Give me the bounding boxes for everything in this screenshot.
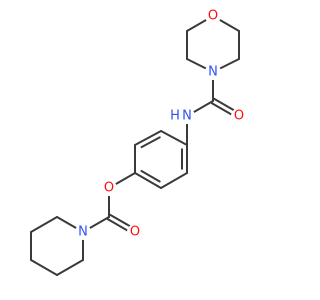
bond-ring-4-5-double-inner bbox=[140, 169, 161, 183]
atom-label-morph-o: O bbox=[208, 9, 218, 24]
atom-label-urea-o: O bbox=[234, 109, 244, 124]
atom-label-background bbox=[75, 224, 91, 240]
bond-pip-5-6 bbox=[30, 216, 58, 233]
atom-label-background bbox=[231, 108, 247, 124]
bond-ring-2-3-double-inner bbox=[140, 136, 161, 149]
atom-label-nh: H bbox=[170, 109, 180, 124]
bond-ring-1-2 bbox=[160, 130, 188, 146]
atom-label-background bbox=[127, 224, 143, 240]
atom-label-morph-n: N bbox=[208, 65, 218, 80]
atom-label-carbonyl-o: O bbox=[130, 225, 140, 240]
atom-label-background bbox=[101, 180, 117, 196]
bond-pip-3-4 bbox=[30, 259, 58, 276]
atom-label-nh-n: N bbox=[182, 109, 192, 124]
atom-label-background bbox=[179, 108, 195, 124]
bond-pip-2-3 bbox=[56, 259, 84, 276]
atom-label-background bbox=[205, 8, 221, 24]
bond-ring-2-3-double bbox=[134, 130, 162, 146]
atom-label-background bbox=[168, 109, 182, 123]
atom-label-pip-n: N bbox=[78, 225, 88, 240]
atom-label-background bbox=[205, 64, 221, 80]
atom-label-ester-o: O bbox=[104, 181, 114, 196]
bond-ring-4-5-double bbox=[134, 172, 162, 189]
bond-ring-5-6 bbox=[160, 172, 188, 189]
